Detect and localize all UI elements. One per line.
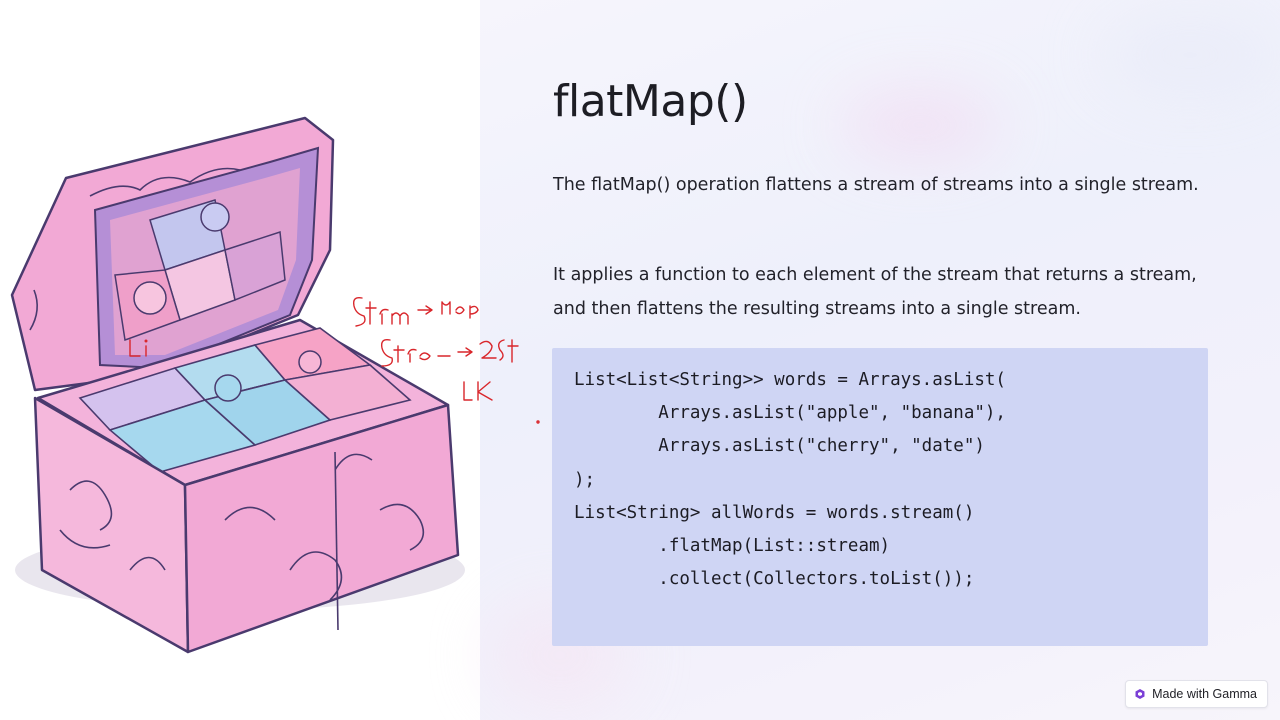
code-line: Arrays.asList("cherry", "date") xyxy=(574,436,985,456)
explanation-line-2: and then flattens the resulting streams … xyxy=(553,299,1081,319)
gamma-logo-icon xyxy=(1135,689,1145,699)
code-line: .collect(Collectors.toList()); xyxy=(574,569,975,589)
code-line: .flatMap(List::stream) xyxy=(574,536,891,556)
code-line: ); xyxy=(574,470,596,490)
explanation-paragraph: It applies a function to each element of… xyxy=(553,258,1213,326)
explanation-line-1: It applies a function to each element of… xyxy=(553,265,1197,285)
made-with-gamma-badge[interactable]: Made with Gamma xyxy=(1125,680,1268,708)
code-line: List<String> allWords = words.stream() xyxy=(574,503,975,523)
code-line: Arrays.asList("apple", "banana"), xyxy=(574,403,1006,423)
code-block: List<List<String>> words = Arrays.asList… xyxy=(552,348,1208,646)
intro-paragraph: The flatMap() operation flattens a strea… xyxy=(553,175,1199,195)
puzzle-treasure-chest-illustration xyxy=(10,116,465,654)
badge-label: Made with Gamma xyxy=(1152,687,1257,701)
slide-title: flatMap() xyxy=(553,76,748,127)
code-line: List<List<String>> words = Arrays.asList… xyxy=(574,370,1006,390)
